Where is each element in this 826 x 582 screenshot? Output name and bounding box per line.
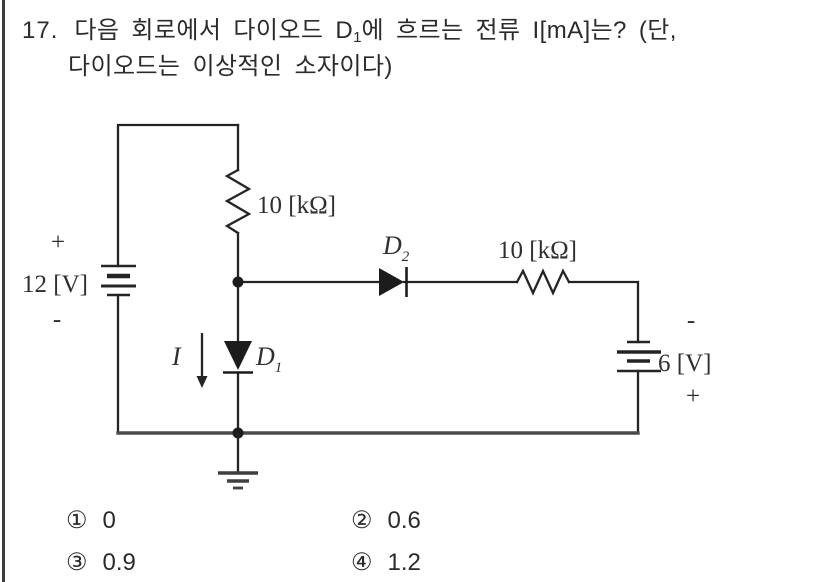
- question-text-before-d1: 다음 회로에서 다이오드 D: [74, 17, 354, 44]
- right-battery-plus-sign: +: [686, 383, 700, 410]
- diode-d1-label: D1: [255, 342, 282, 376]
- left-battery-minus-sign: -: [53, 306, 61, 333]
- choice-4-number: ④: [351, 549, 373, 576]
- question-d1-subscript: 1: [353, 29, 362, 46]
- diode-d2-label: D2: [382, 231, 410, 265]
- junction-dot-middle: [232, 276, 244, 288]
- left-battery-label: 12 [V]: [22, 271, 88, 298]
- choice-2[interactable]: ② 0.6: [351, 506, 421, 535]
- choice-3-number: ③: [66, 549, 88, 576]
- left-battery-symbol: [101, 264, 136, 297]
- choice-4[interactable]: ④ 1.2: [351, 548, 421, 577]
- question-number: 17.: [22, 17, 59, 44]
- question-line-1: 17. 다음 회로에서 다이오드 D1에 흐르는 전류 I[mA]는? (단,: [22, 10, 677, 46]
- diode-d2-symbol: [379, 267, 408, 297]
- choice-1-value: 0: [102, 507, 116, 534]
- question-text-after-d1: 에 흐르는 전류 I[mA]는? (단,: [361, 17, 677, 44]
- top-resistor-zigzag: [224, 168, 252, 235]
- top-resistor-label: 10 [kΩ]: [257, 192, 336, 219]
- right-battery-minus-sign: -: [687, 307, 695, 334]
- choice-2-value: 0.6: [387, 507, 421, 534]
- choice-4-value: 1.2: [387, 549, 421, 576]
- left-battery-plus-sign: +: [51, 229, 65, 256]
- question-line-2: 다이오드는 이상적인 소자이다): [68, 53, 393, 80]
- right-resistor-label: 10 [kΩ]: [498, 237, 577, 264]
- current-arrow-icon: [196, 333, 208, 388]
- column-divider-line: [2, 0, 5, 582]
- choice-1-number: ①: [66, 507, 88, 534]
- right-battery-symbol: [617, 340, 661, 373]
- choice-3[interactable]: ③ 0.9: [66, 548, 136, 577]
- top-left-wire: [116, 123, 240, 268]
- current-label: I: [171, 342, 182, 371]
- choice-3-value: 0.9: [102, 549, 136, 576]
- right-battery-label: 6 [V]: [658, 350, 711, 377]
- choice-2-number: ②: [351, 507, 373, 534]
- right-resistor-zigzag: [515, 268, 571, 296]
- middle-right-wire: [567, 280, 640, 344]
- diode-d1-symbol: [223, 341, 253, 374]
- ground-icon: [218, 433, 258, 490]
